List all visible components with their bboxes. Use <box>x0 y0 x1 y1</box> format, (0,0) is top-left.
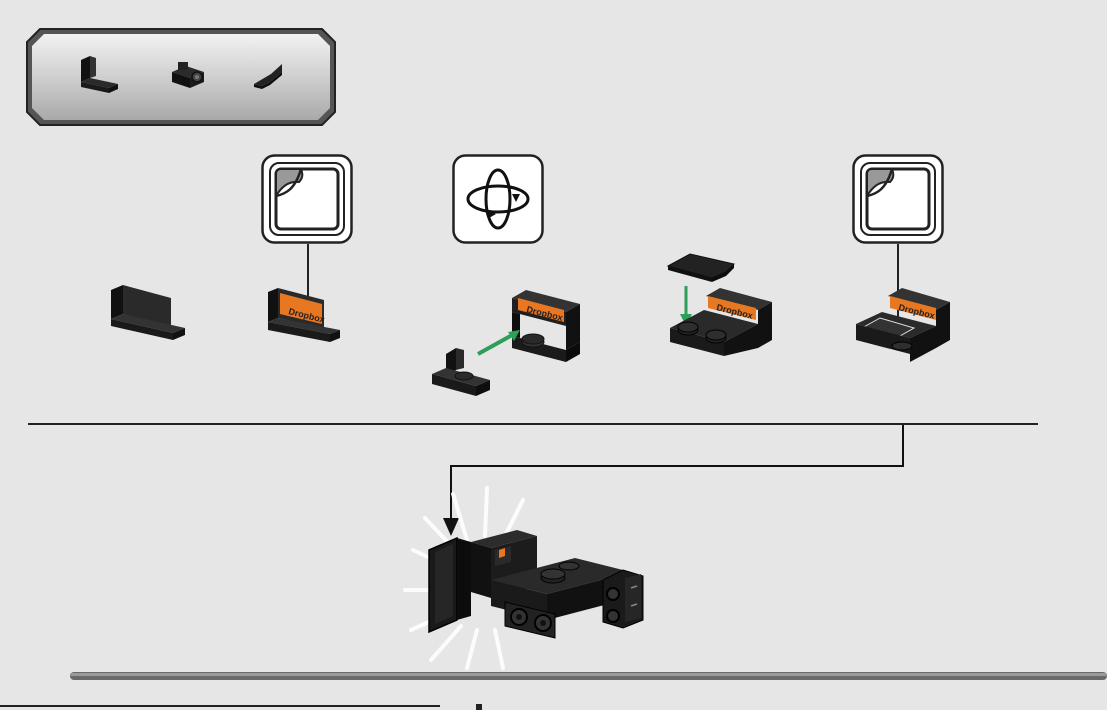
page-marker <box>476 704 482 710</box>
progress-bar <box>70 671 1107 681</box>
final-assembly <box>395 470 655 670</box>
page-bottom-rule <box>0 705 440 707</box>
